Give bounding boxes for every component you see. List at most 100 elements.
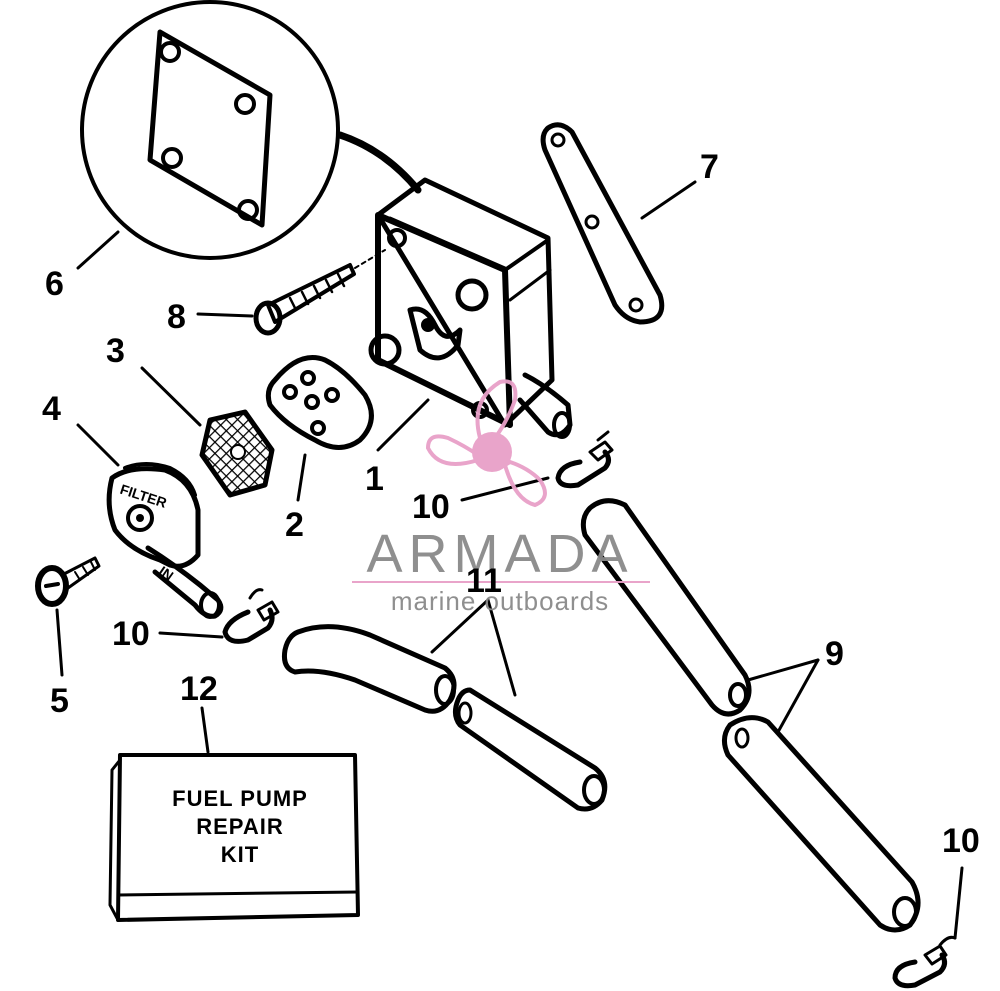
- pump-bolt-hole: [387, 228, 407, 248]
- kit-label-line1: FUEL PUMP: [172, 786, 308, 811]
- part-11-hoses: [282, 598, 608, 812]
- magnifier-pointer: [336, 131, 422, 194]
- hose-9-upper: [580, 498, 752, 717]
- part-8-screw: [196, 249, 386, 336]
- callout-8: 8: [167, 298, 186, 336]
- pump-outlet-nipple: [517, 372, 573, 438]
- pump-back-body: [375, 177, 555, 428]
- hose-9-lower: [722, 715, 921, 933]
- diaphragm-hole: [324, 387, 340, 403]
- screw5-thread: [74, 561, 96, 581]
- part-10-clamp-lower: [892, 866, 964, 989]
- callout-6: 6: [45, 265, 64, 303]
- pump-edge: [503, 238, 550, 272]
- screw-head: [253, 300, 283, 336]
- hose-9-lower-end: [892, 896, 918, 928]
- leader-line-5: [55, 608, 64, 677]
- callout-1: 1: [365, 460, 384, 498]
- clamp-tail: [248, 588, 264, 600]
- clamp-band: [555, 449, 611, 489]
- screen-center: [230, 444, 246, 460]
- callout-10-upper: 10: [412, 488, 450, 526]
- diaphragm-outline: [265, 355, 374, 450]
- hose-9-upper-end: [728, 682, 748, 708]
- hose-9-lower-inner: [734, 727, 750, 749]
- pump-screw: [368, 333, 402, 367]
- clamp-buckle: [256, 600, 280, 622]
- pump-valve-port: [407, 306, 463, 361]
- callout-12: 12: [180, 670, 218, 708]
- pump-outlet-opening: [552, 411, 572, 439]
- clamp-band: [892, 952, 948, 989]
- leader-line-10b: [158, 631, 224, 639]
- leader-line-4: [76, 423, 120, 467]
- gasket-hole: [161, 147, 183, 169]
- watermark-tagline: marine outboards: [391, 586, 609, 616]
- part-4-filter-cover: FILTER IN: [76, 423, 224, 619]
- part-9-hoses: [580, 498, 921, 933]
- hose-11-lower-inner: [457, 701, 473, 725]
- callout-4: 4: [42, 390, 61, 428]
- leader-line-10a: [460, 476, 550, 502]
- cover-center-dot: [136, 514, 144, 522]
- plate-hole: [628, 297, 644, 313]
- kit-label-line2: REPAIR: [196, 814, 284, 839]
- diaphragm-hole: [304, 394, 320, 410]
- diaphragm-hole: [282, 384, 298, 400]
- screw5-head: [35, 565, 69, 607]
- pump-front-face: [375, 212, 513, 428]
- hose-11-upper-end: [434, 674, 456, 706]
- gasket-hole: [237, 199, 259, 221]
- leader-line-2: [296, 453, 307, 502]
- part-6-gasket-detail: [76, 0, 422, 270]
- part-10-clamp-upper: [460, 430, 614, 502]
- leader-line-9a: [746, 658, 820, 682]
- gasket-hole: [159, 41, 181, 63]
- cover-rim: [123, 462, 197, 497]
- callout-3: 3: [106, 332, 125, 370]
- pump-edge: [508, 268, 552, 302]
- plate-hole: [584, 214, 600, 230]
- kit-box-side: [108, 758, 122, 922]
- part-3-filter-screen: [140, 366, 275, 498]
- kit-box-front: [116, 753, 360, 922]
- diaphragm-hole: [300, 370, 316, 386]
- callout-2: 2: [285, 506, 304, 544]
- clamp-tail: [596, 430, 610, 442]
- part-10-clamp-left: [158, 588, 280, 644]
- screw-shank: [266, 263, 356, 324]
- callout-9: 9: [825, 635, 844, 673]
- clamp-buckle: [923, 944, 948, 966]
- magnifier-circle: [80, 0, 340, 260]
- gasket-outline: [147, 29, 273, 228]
- leader-line-9b: [776, 658, 820, 734]
- pump-edge: [388, 216, 507, 270]
- leader-line-8: [196, 312, 254, 318]
- callout-10-lower: 10: [942, 822, 980, 860]
- screw5-slot: [44, 582, 60, 588]
- screw-guide: [354, 249, 386, 269]
- leader-line-10c: [953, 866, 964, 940]
- plate-hole: [550, 132, 566, 148]
- watermark-brand: ARMADA: [366, 524, 633, 584]
- kit-label-line3: KIT: [221, 842, 259, 867]
- leader-line-6: [76, 230, 120, 270]
- part-5-screw: [35, 556, 101, 677]
- cover-body: [106, 466, 201, 569]
- clamp-band: [222, 607, 275, 644]
- callout-10-left: 10: [112, 615, 150, 653]
- watermark: ARMADA marine outboards: [352, 379, 650, 616]
- cover-center-boss: [126, 504, 154, 532]
- clamp-tail: [938, 935, 957, 947]
- watermark-propeller-icon: [425, 379, 547, 508]
- callout-labels: 1 2 3 4 5 6 7 8 9 10 10 10 11 12: [42, 148, 980, 860]
- leader-line-7: [640, 180, 697, 220]
- callout-7: 7: [700, 148, 719, 186]
- diaphragm-hole: [310, 420, 326, 436]
- part-12-repair-kit: FUEL PUMP REPAIR KIT: [108, 706, 360, 922]
- leader-line-3: [140, 366, 202, 427]
- gasket-hole: [234, 93, 256, 115]
- cover-inlet-opening: [199, 591, 221, 619]
- screw-thread: [288, 272, 346, 312]
